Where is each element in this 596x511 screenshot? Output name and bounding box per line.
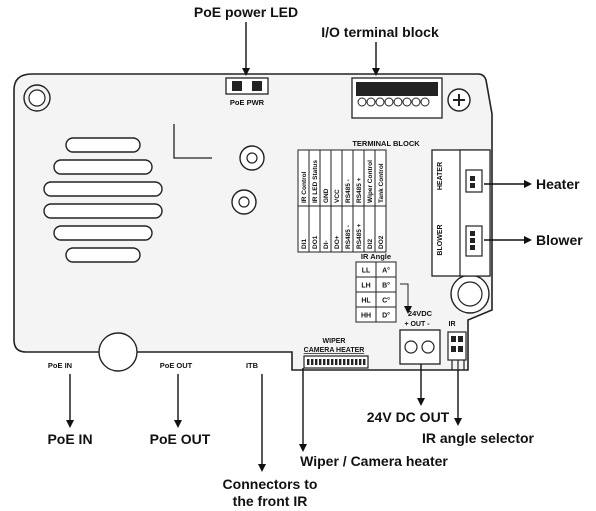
terminal-top-label: Tank Control bbox=[378, 163, 385, 203]
callout-ir-angle-selector: IR angle selector bbox=[422, 430, 535, 446]
ir-angle-title: IR Angle bbox=[361, 252, 391, 261]
screw-post-lower bbox=[231, 189, 257, 215]
callout-io-terminal-block: I/O terminal block bbox=[321, 24, 439, 40]
callout-poe-out: PoE OUT bbox=[150, 431, 211, 447]
screw-post-upper bbox=[239, 145, 265, 171]
callout-dc-out: 24V DC OUT bbox=[367, 409, 450, 425]
mounting-hole-top-left bbox=[23, 84, 51, 112]
terminal-bottom-label: DO2 bbox=[378, 235, 385, 249]
ir-table-pointer bbox=[400, 283, 412, 314]
wiper-camera-heater-connector bbox=[303, 355, 369, 369]
blower-connector bbox=[465, 225, 483, 257]
terminal-bottom-label: DI- bbox=[323, 240, 330, 249]
terminal-top-label: IR LED Status bbox=[312, 160, 319, 203]
terminal-top-label: RS485 - bbox=[345, 179, 352, 203]
ir-angle-code: HL bbox=[361, 298, 371, 305]
ir-angle-selector-jumper bbox=[447, 331, 467, 370]
dc-out-connector bbox=[399, 329, 441, 365]
terminal-bottom-label: RS485 - bbox=[345, 225, 352, 249]
ir-angle-value: C° bbox=[382, 297, 390, 305]
terminal-bottom-label: DO1 bbox=[312, 235, 319, 249]
dc-label: 24VDC bbox=[408, 309, 433, 318]
mounting-hole-bottom-left bbox=[98, 332, 138, 372]
poe-pwr-led bbox=[225, 77, 269, 95]
ir-angle-table: LL A° LH B° HL C° HH D° bbox=[355, 261, 397, 323]
ir-angle-code: HH bbox=[361, 313, 371, 320]
vent-slots bbox=[43, 137, 163, 263]
terminal-bottom-label: DO+ bbox=[334, 235, 341, 249]
terminal-top-label: RS485 + bbox=[356, 177, 363, 203]
terminal-top-label: GND bbox=[323, 188, 330, 203]
board-marking-line bbox=[173, 124, 212, 159]
ir-label: IR bbox=[449, 321, 456, 328]
callout-arrows bbox=[66, 22, 532, 472]
itb-board-label: ITB bbox=[246, 361, 259, 370]
camera-heater-label: CAMERA HEATER bbox=[304, 347, 365, 354]
ir-angle-value: D° bbox=[382, 312, 390, 320]
callout-poe-power-led: PoE power LED bbox=[194, 4, 298, 20]
poe-pwr-label: PoE PWR bbox=[230, 98, 265, 107]
dc-sub-label: + OUT - bbox=[404, 321, 430, 328]
callout-front-ir-line1: Connectors to bbox=[223, 476, 318, 492]
terminal-top-label: Wiper Control bbox=[367, 160, 374, 203]
ir-angle-code: LH bbox=[361, 283, 370, 290]
terminal-block-title: TERMINAL BLOCK bbox=[352, 139, 420, 148]
ir-angle-value: A° bbox=[382, 267, 390, 275]
terminal-top-label: VCC bbox=[334, 189, 341, 203]
terminal-bottom-label: DI2 bbox=[367, 239, 374, 250]
blower-label: BLOWER bbox=[437, 224, 444, 255]
heater-connector bbox=[465, 169, 483, 193]
terminal-bottom-label: DI1 bbox=[301, 239, 308, 250]
mounting-hole-right bbox=[450, 274, 490, 314]
callout-front-ir-line2: the front IR bbox=[233, 493, 308, 509]
wiper-label: WIPER bbox=[323, 338, 346, 345]
poe-out-board-label: PoE OUT bbox=[160, 361, 193, 370]
callout-blower: Blower bbox=[536, 232, 583, 248]
terminal-bottom-label: RS485 + bbox=[356, 223, 363, 249]
ir-angle-value: B° bbox=[382, 282, 390, 290]
poe-in-board-label: PoE IN bbox=[48, 361, 72, 370]
callout-poe-in: PoE IN bbox=[47, 431, 92, 447]
io-terminal-block bbox=[351, 77, 443, 119]
callout-wiper-camera-heater: Wiper / Camera heater bbox=[300, 453, 448, 469]
ir-angle-code: LL bbox=[362, 268, 371, 275]
ground-screw bbox=[447, 88, 471, 112]
heater-label: HEATER bbox=[437, 162, 444, 190]
terminal-top-label: IR Control bbox=[301, 171, 308, 203]
callout-heater: Heater bbox=[536, 176, 580, 192]
